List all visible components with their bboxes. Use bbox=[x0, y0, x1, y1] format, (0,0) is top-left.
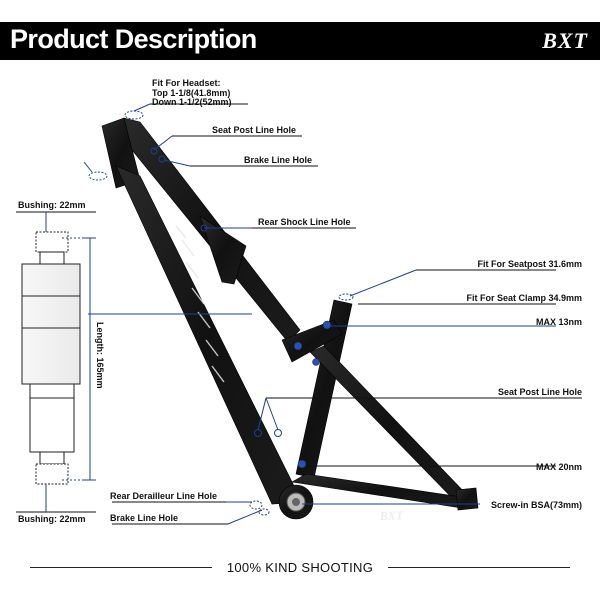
rocker-link bbox=[281, 319, 343, 363]
label-rear-derailleur-line-hole: Rear Derailleur Line Hole bbox=[110, 491, 217, 501]
headset-label-line3: Down 1-1/2(52mm) bbox=[152, 97, 232, 107]
frame-graphics bbox=[175, 225, 225, 383]
label-seat-post-line-hole-top: Seat Post Line Hole bbox=[212, 125, 296, 135]
footer-caption: 100% KIND SHOOTING bbox=[0, 560, 600, 575]
label-max-20nm: MAX 20nm bbox=[536, 462, 582, 472]
bb-center bbox=[292, 498, 300, 506]
pivot-bolts bbox=[293, 320, 332, 469]
label-seat-post-line-hole-bottom: Seat Post Line Hole bbox=[498, 387, 582, 397]
label-bushing-bottom: Bushing: 22mm bbox=[18, 514, 86, 524]
callout-lines bbox=[83, 103, 582, 525]
headset-label-line2: Top 1-1/8(41.8mm) bbox=[152, 88, 230, 98]
bike-frame bbox=[101, 117, 479, 520]
frame-logo: BXT bbox=[379, 508, 404, 523]
label-brake-line-hole-bottom: Brake Line Hole bbox=[110, 513, 178, 523]
footer-rule-right bbox=[388, 567, 570, 568]
footer-caption-text: 100% KIND SHOOTING bbox=[218, 560, 382, 575]
label-shock-length: Length: 165mm bbox=[95, 322, 105, 389]
rear-shock bbox=[16, 211, 96, 513]
footer-rule-left bbox=[30, 567, 212, 568]
label-fit-for-seat-clamp: Fit For Seat Clamp 34.9mm bbox=[466, 293, 582, 303]
label-screw-in-bsa: Screw-in BSA(73mm) bbox=[491, 500, 582, 510]
label-brake-line-hole-top: Brake Line Hole bbox=[244, 155, 312, 165]
header-bar: Product Description BXT bbox=[0, 22, 600, 60]
brand-logo: BXT bbox=[542, 28, 588, 53]
label-rear-shock-line-hole: Rear Shock Line Hole bbox=[258, 217, 351, 227]
rear-dropout bbox=[455, 487, 479, 511]
page-title: Product Description bbox=[10, 24, 257, 54]
label-fit-for-seatpost: Fit For Seatpost 31.6mm bbox=[477, 259, 582, 269]
shock-mount-brace bbox=[199, 215, 247, 285]
label-bushing-top: Bushing: 22mm bbox=[18, 200, 86, 210]
headset-label-line1: Fit For Headset: bbox=[152, 78, 221, 88]
label-max-13nm: MAX 13nm bbox=[536, 317, 582, 327]
